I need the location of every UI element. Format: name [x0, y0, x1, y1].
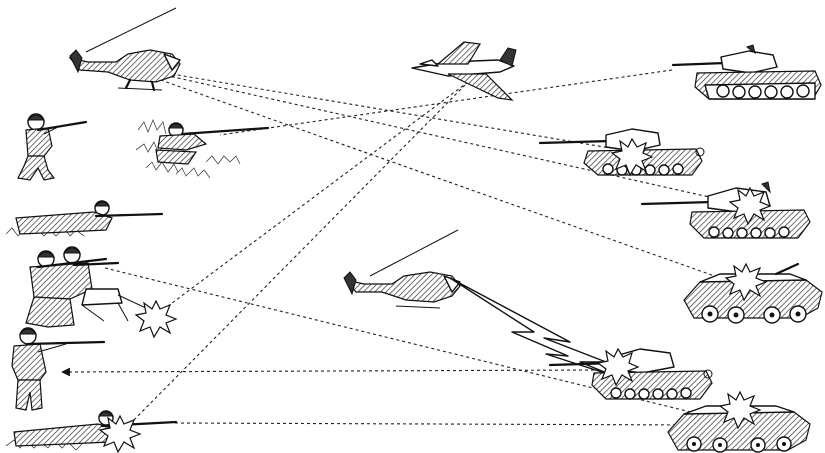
attack-helicopter-lightning-icon: [344, 230, 614, 376]
fire-line-helicopter-to-tank-2: [160, 72, 610, 148]
soldier-prone-hit-icon: [6, 411, 176, 452]
apc-hit-icon: [668, 392, 810, 452]
tank-hit-icon: [540, 129, 704, 175]
soldier-in-cover-icon: [136, 120, 268, 178]
infantry-squad-icon: [26, 247, 176, 337]
soldier-prone-icon: [6, 201, 162, 236]
soldier-kneeling-icon: [18, 114, 86, 180]
lightning-bolt-icon: [450, 278, 614, 376]
soldier-standing-icon: [12, 328, 104, 410]
tank-icon: [673, 45, 821, 99]
tank-hit-icon: [642, 182, 810, 238]
fire-line-soldier-to-apc-2: [175, 423, 700, 425]
fire-line-tank-4-to-soldier: [62, 370, 600, 372]
fire-line-helicopter-to-apc-1: [155, 78, 740, 285]
ground-attack-jet-icon: [412, 42, 516, 100]
attack-helicopter-icon: [70, 8, 180, 90]
